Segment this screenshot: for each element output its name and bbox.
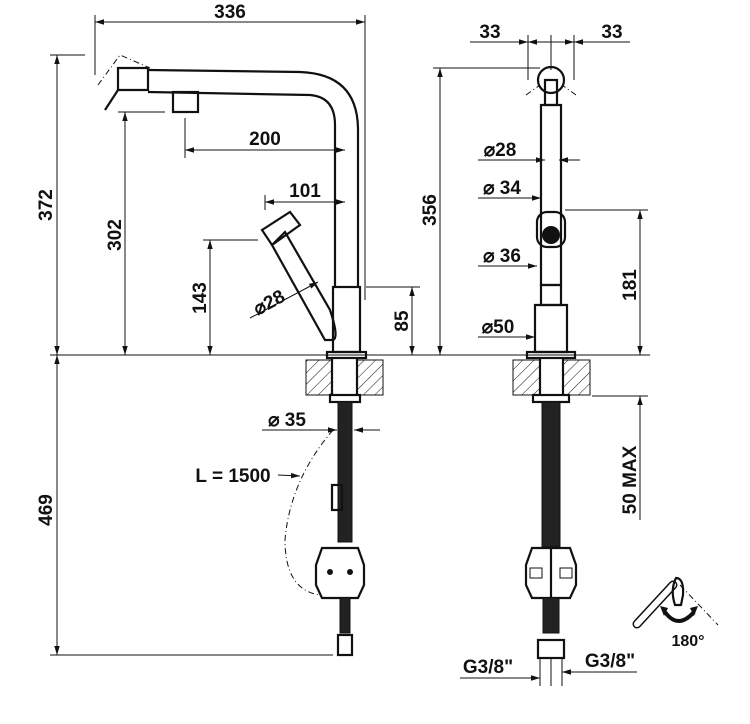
dim-diameter-28-front: ⌀28: [484, 140, 517, 161]
deck-hatch-right: [512, 359, 541, 396]
dim-372: 372: [36, 189, 57, 221]
side-view: [97, 54, 384, 657]
dim-302: 302: [105, 219, 126, 251]
rotation-label: 180°: [671, 633, 704, 650]
dim-50-max: 50 MAX: [620, 445, 641, 514]
handle: [535, 210, 567, 249]
dim-33-left: 33: [479, 22, 500, 43]
dim-33-right: 33: [601, 22, 622, 43]
dim-469: 469: [36, 494, 57, 526]
side-dimensions: 336 372 302 200 101 143 ⌀28 85 ⌀ 35 L = …: [36, 2, 420, 656]
rotation-180-icon: 180°: [632, 576, 719, 650]
dim-336: 336: [214, 2, 246, 23]
dim-diameter-35: ⌀ 35: [268, 410, 306, 431]
front-dimensions: 33 33 356 ⌀28 ⌀ 34 ⌀ 36 ⌀50 181 50 MAX G…: [420, 22, 648, 686]
front-view: [512, 65, 591, 660]
dim-hose-length: L = 1500: [195, 466, 270, 487]
supply-hose: [337, 401, 353, 543]
dim-diameter-50: ⌀50: [482, 317, 515, 338]
front-hose: [541, 401, 561, 548]
faucet-body: [331, 285, 362, 354]
handshower: [260, 210, 302, 247]
dim-356: 356: [420, 194, 441, 226]
dim-181: 181: [620, 269, 641, 301]
flow-valve: [314, 546, 366, 600]
dim-diameter-34: ⌀ 34: [483, 178, 521, 199]
dim-g38-right: G3/8": [585, 651, 635, 672]
front-valve: [524, 546, 578, 600]
dim-101: 101: [289, 181, 321, 202]
front-tube: [539, 103, 563, 287]
deck-hatch-left: [305, 359, 333, 396]
dim-diameter-36: ⌀ 36: [483, 246, 521, 267]
dim-200: 200: [249, 129, 281, 150]
dim-g38-left: G3/8": [463, 657, 513, 678]
dim-143: 143: [190, 282, 211, 314]
dim-85: 85: [392, 310, 413, 332]
spout-outline: [116, 66, 150, 92]
